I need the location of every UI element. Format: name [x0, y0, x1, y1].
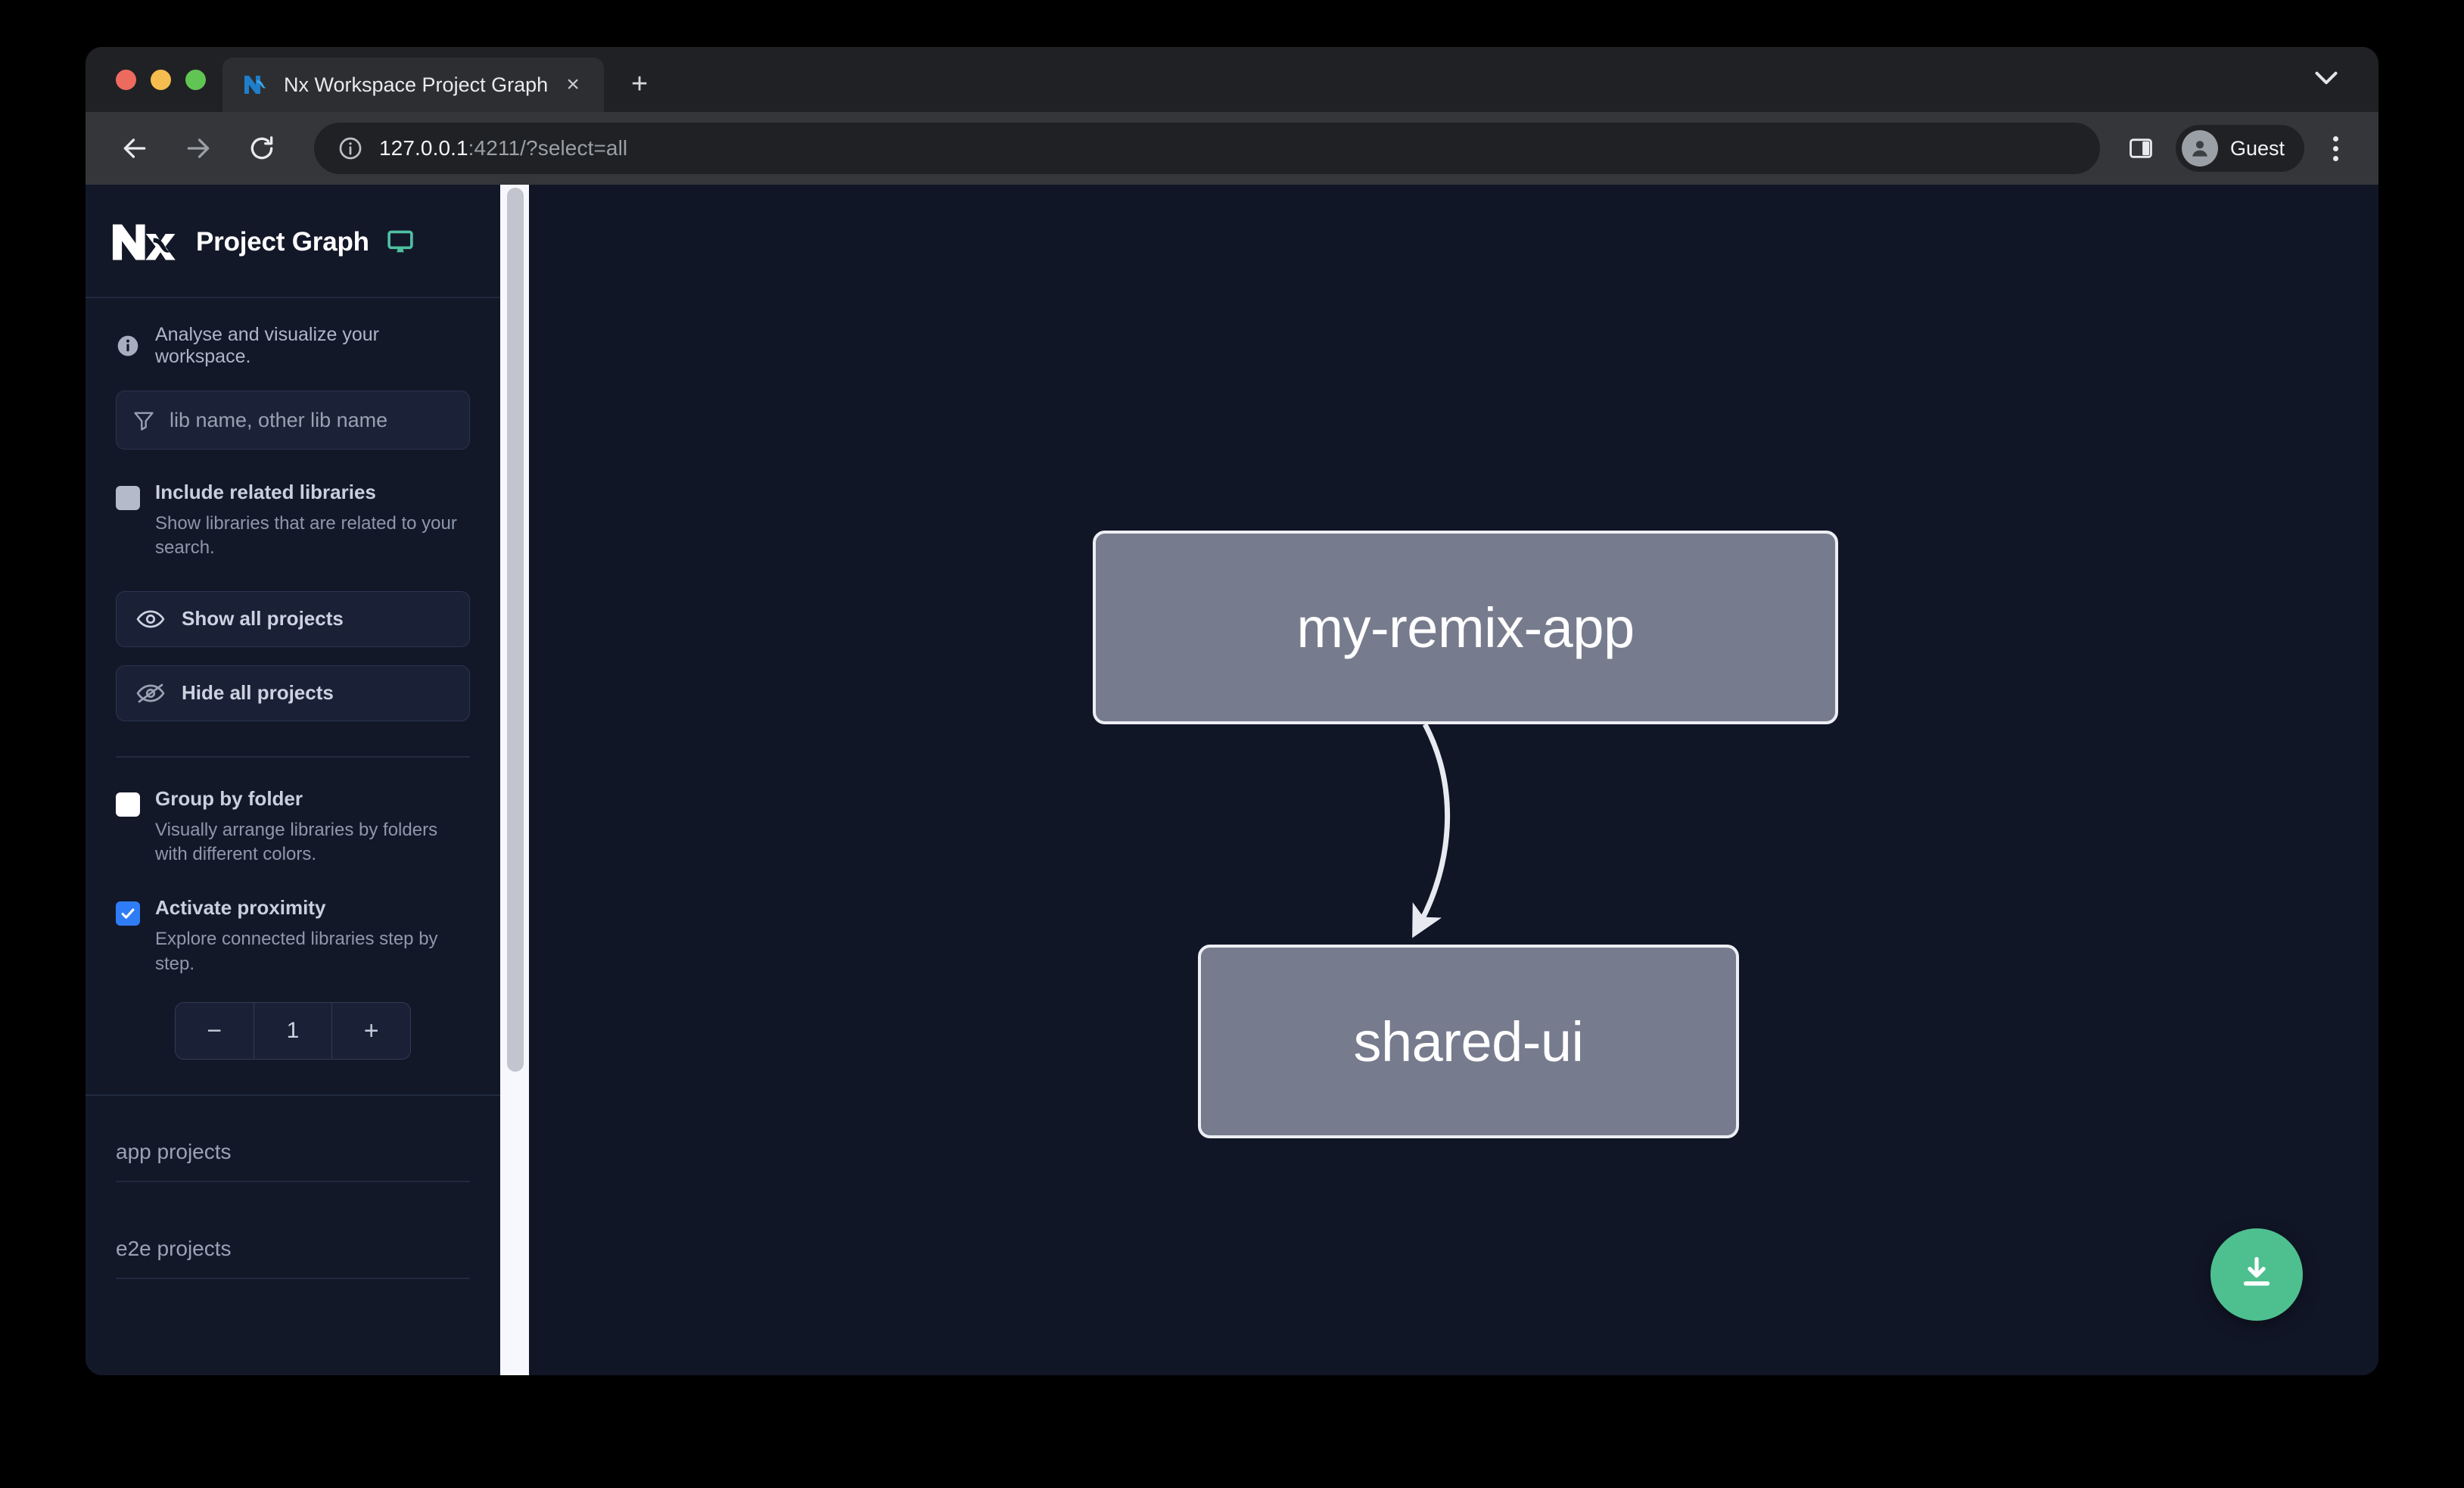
sidebar-divider [116, 755, 470, 758]
show-all-projects-label: Show all projects [182, 607, 344, 630]
search-input[interactable]: lib name, other lib name [116, 391, 470, 450]
proximity-increment-button[interactable]: + [363, 1016, 379, 1045]
checkbox-activate-proximity[interactable]: Activate proximity Explore connected lib… [116, 896, 470, 976]
edge-my-remix-app-to-shared-ui [1412, 723, 1451, 939]
checkbox-description: Visually arrange libraries by folders wi… [155, 819, 438, 864]
tab-close-icon[interactable]: × [566, 72, 580, 97]
checkbox-box[interactable] [116, 792, 140, 817]
sidebar-scrollbar-thumb[interactable] [507, 188, 524, 1072]
address-bar[interactable]: 127.0.0.1:4211/?select=all [314, 123, 2100, 174]
hide-all-projects-button[interactable]: Hide all projects [116, 665, 470, 721]
minimize-window-button[interactable] [151, 69, 171, 90]
info-icon [116, 334, 140, 358]
nx-favicon-icon [242, 71, 269, 98]
sidebar-divider-bottom [86, 1094, 500, 1097]
forward-button[interactable] [173, 123, 223, 173]
profile-name: Guest [2229, 136, 2285, 160]
reload-button[interactable] [237, 123, 287, 173]
eye-icon [136, 608, 165, 630]
download-graph-button[interactable] [2210, 1228, 2303, 1321]
checkbox-box[interactable] [116, 901, 140, 926]
new-tab-button[interactable]: + [631, 67, 649, 100]
checkbox-group-by-folder[interactable]: Group by folder Visually arrange librari… [116, 786, 470, 867]
sidebar-scrollbar[interactable] [500, 185, 529, 1375]
checkbox-description: Explore connected libraries step by step… [155, 929, 438, 974]
group-header-e2e-projects[interactable]: e2e projects [116, 1208, 470, 1280]
url-host: 127.0.0.1 [379, 136, 468, 160]
sidebar-header: Project Graph [86, 185, 500, 298]
sidebar-tagline: Analyse and visualize your workspace. [86, 298, 500, 391]
proximity-value: 1 [253, 1003, 333, 1060]
sidebar-body: lib name, other lib name Include related… [86, 391, 500, 1060]
funnel-icon [132, 408, 156, 432]
proximity-decrement-button[interactable]: − [207, 1016, 222, 1045]
hide-all-projects-label: Hide all projects [182, 681, 334, 705]
show-all-projects-button[interactable]: Show all projects [116, 590, 470, 647]
profile-button[interactable]: Guest [2175, 125, 2304, 172]
tab-strip: Nx Workspace Project Graph × + [86, 47, 2378, 112]
page-title: Project Graph [196, 227, 369, 257]
graph-node-my-remix-app[interactable]: my-remix-app [1093, 531, 1838, 724]
close-window-button[interactable] [116, 69, 136, 90]
monitor-icon[interactable] [386, 228, 415, 257]
search-placeholder: lib name, other lib name [170, 408, 388, 431]
window-traffic-lights [108, 47, 222, 112]
chevron-down-icon[interactable] [2309, 61, 2344, 95]
browser-toolbar: 127.0.0.1:4211/?select=all Guest [86, 112, 2378, 185]
back-button[interactable] [110, 123, 160, 173]
browser-tab[interactable]: Nx Workspace Project Graph × [222, 58, 605, 112]
side-panel-icon[interactable] [2118, 126, 2164, 171]
group-header-app-projects[interactable]: app projects [116, 1111, 470, 1183]
three-dot-menu-icon[interactable] [2313, 126, 2357, 170]
browser-window: Nx Workspace Project Graph × + [86, 47, 2378, 1375]
sidebar-tagline-text: Analyse and visualize your workspace. [155, 324, 379, 367]
checkbox-label: Include related libraries [155, 481, 376, 503]
url-text: 127.0.0.1:4211/?select=all [379, 136, 627, 160]
tab-title: Nx Workspace Project Graph [284, 73, 549, 96]
graph-node-shared-ui[interactable]: shared-ui [1198, 945, 1739, 1138]
checkbox-label: Activate proximity [155, 896, 326, 920]
nx-logo [111, 219, 176, 265]
checkbox-include-related-libraries[interactable]: Include related libraries Show libraries… [116, 481, 470, 561]
download-icon [2237, 1253, 2276, 1297]
checkbox-description: Show libraries that are related to your … [155, 512, 457, 559]
checkbox-box[interactable] [116, 486, 140, 510]
page-content: Project Graph Analyse and visual [86, 185, 2378, 1375]
info-circle-icon[interactable] [337, 135, 364, 162]
avatar [2181, 130, 2218, 167]
eye-slash-icon [136, 682, 165, 705]
maximize-window-button[interactable] [185, 69, 206, 90]
sidebar: Project Graph Analyse and visual [86, 185, 529, 1375]
graph-edges [1412, 723, 1451, 939]
project-graph-canvas[interactable]: my-remix-app shared-ui [529, 185, 2378, 1375]
url-path: :4211/?select=all [468, 136, 628, 160]
checkbox-label: Group by folder [155, 786, 303, 810]
proximity-stepper: − 1 + [175, 1002, 411, 1060]
